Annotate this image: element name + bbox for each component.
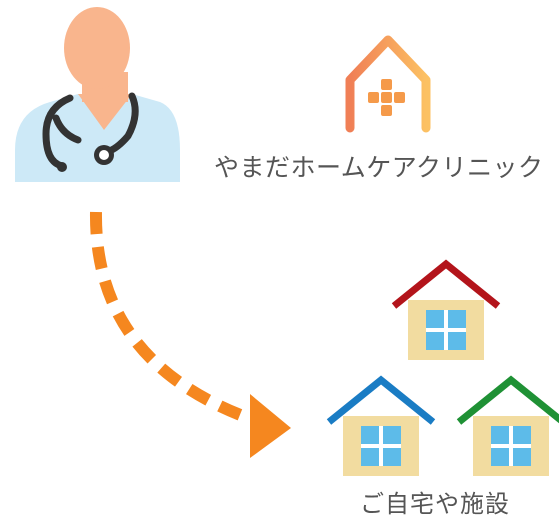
house-icon (456, 375, 559, 476)
doctor-icon (15, 7, 180, 182)
doctor-head (64, 7, 130, 89)
house-icon (326, 375, 436, 476)
house-icon (391, 259, 501, 360)
clinic-name: やまだホームケアクリニック (214, 153, 544, 182)
dashed-curved-arrow-icon (89, 211, 291, 458)
clinic-house-cross-icon (345, 35, 431, 133)
homes-label: ご自宅や施設 (360, 490, 510, 518)
